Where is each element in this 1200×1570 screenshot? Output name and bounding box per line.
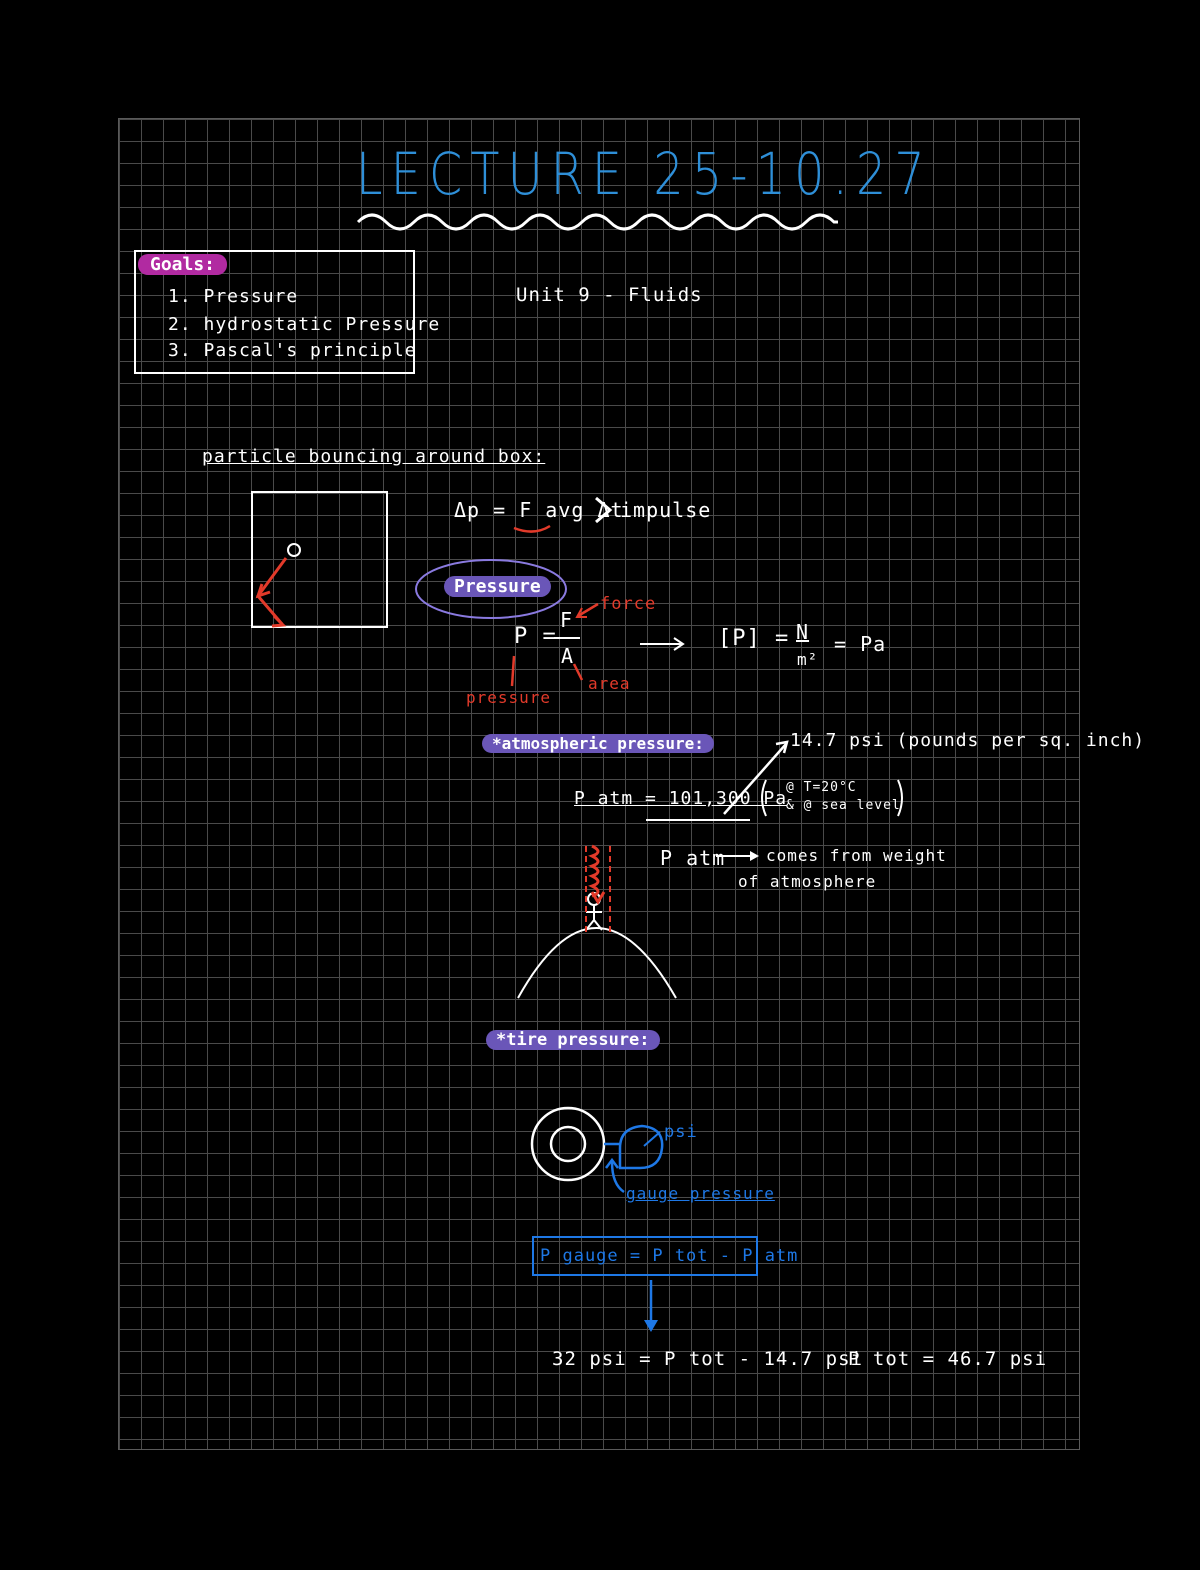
atmospheric-heading: *atmospheric pressure: (482, 734, 714, 753)
goals-tag: Goals: (138, 254, 228, 275)
air-weight-arrow (588, 844, 600, 898)
psi-value: 14.7 psi (pounds per sq. inch) (790, 730, 1146, 751)
page-title: LECTURE 25-10.27 (356, 140, 933, 208)
units-numerator: N (796, 620, 810, 644)
goal-item-2: 2. hydrostatic Pressure (168, 314, 441, 335)
pressure-formula-numerator: F (560, 608, 574, 632)
origin-line-2: of atmosphere (738, 872, 877, 891)
tire-outer (530, 1106, 606, 1182)
units-left: [P] = (718, 626, 790, 651)
impulse-bracket (595, 496, 613, 524)
goal-item-3: 3. Pascal's principle (168, 340, 417, 361)
tire-inner (549, 1125, 587, 1163)
tire-heading: *tire pressure: (486, 1030, 660, 1050)
example-left: 32 psi = P tot - 14.7 psi (552, 1348, 863, 1370)
pressure-label: pressure (466, 688, 552, 707)
gauge-label-arrow (610, 1161, 625, 1194)
impulse-equation: Δp = F avg Δt (454, 498, 624, 522)
particle-heading: particle bouncing around box: (202, 446, 546, 467)
pressure-tag: Pressure (444, 576, 551, 597)
pressure-formula-p: P = (514, 624, 557, 649)
psi-label: psi (664, 1122, 698, 1142)
grid-paper (118, 118, 1080, 1450)
title-underline (356, 213, 838, 231)
units-right: = Pa (834, 632, 887, 656)
origin-line-1: comes from weight (766, 846, 947, 865)
units-denominator: m² (797, 650, 819, 669)
force-label: force (600, 594, 657, 614)
gauge-icon (618, 1124, 664, 1170)
particle-path-arrow (256, 557, 288, 625)
pressure-ellipse (415, 559, 567, 619)
conditions-left-paren (761, 779, 767, 817)
particle (287, 543, 301, 557)
favg-underline (513, 524, 551, 533)
force-arrow (577, 602, 599, 618)
gauge-formula-box: P gauge = P tot - P atm (532, 1236, 797, 1276)
conditions-right-paren (897, 779, 903, 817)
psi-arrow (723, 743, 787, 815)
particle-box (251, 491, 388, 628)
pressure-arrow (510, 655, 516, 687)
earth-arc (517, 927, 677, 999)
goal-item-1: 1. Pressure (168, 286, 299, 307)
example-right: P tot = 46.7 psi (848, 1348, 1048, 1370)
area-arrow (572, 663, 584, 681)
conditions-line-1: @ T=20°C (786, 780, 857, 795)
patm-label: P atm (660, 846, 726, 870)
pressure-formula-denominator: A (561, 644, 575, 668)
conditions-line-2: & @ sea level (786, 798, 901, 813)
gauge-label: gauge pressure (626, 1184, 775, 1203)
area-label: area (588, 674, 631, 693)
unit-heading: Unit 9 - Fluids (516, 284, 703, 306)
impulse-label: impulse (620, 498, 712, 522)
goals-box (134, 250, 415, 374)
